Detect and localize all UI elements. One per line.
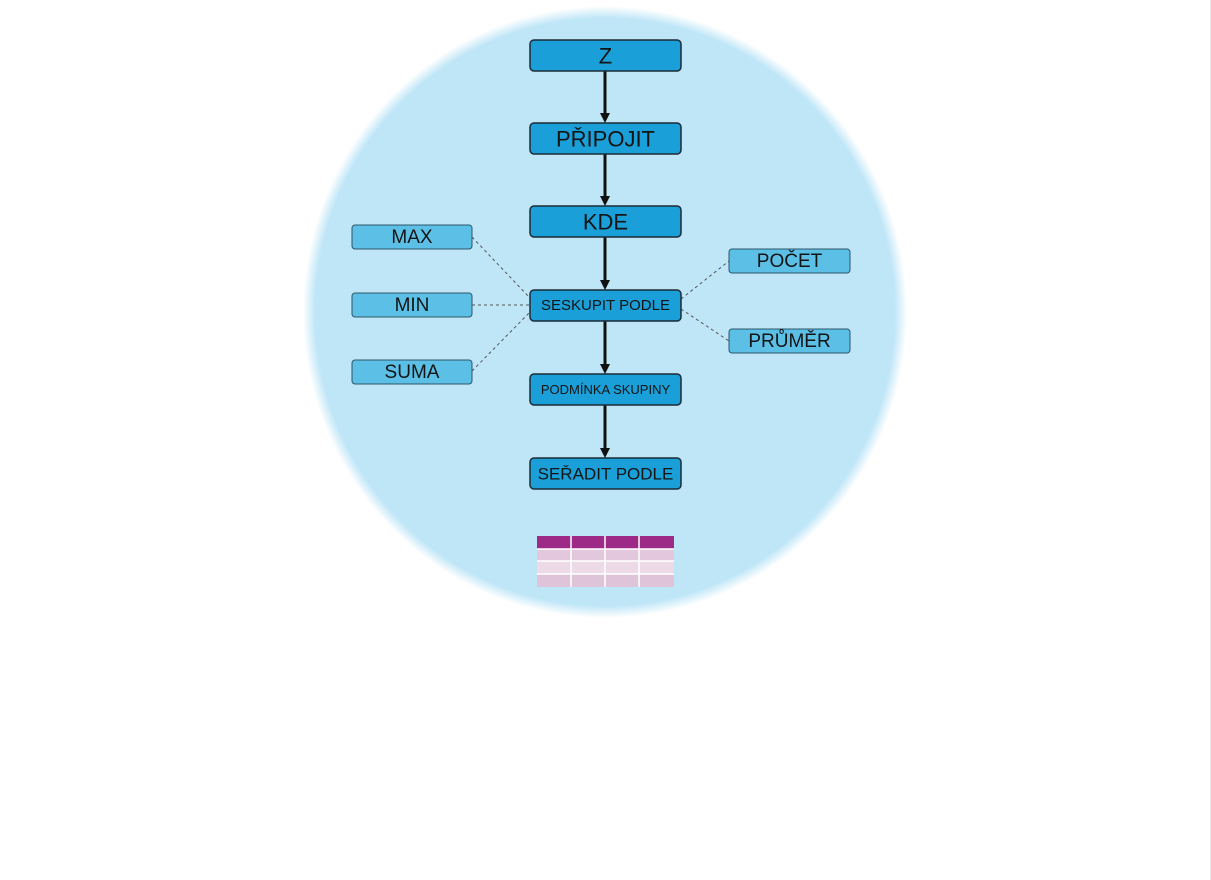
connector-avg <box>680 308 730 342</box>
aggregate-avg: PRŮMĚR <box>728 328 851 354</box>
node-from: Z <box>529 39 682 72</box>
aggregate-max-label: MAX <box>391 227 433 248</box>
aggregate-min: MIN <box>351 292 473 318</box>
aggregate-sum-label: SUMA <box>385 362 440 383</box>
node-group-by: SESKUPIT PODLE <box>529 289 682 322</box>
node-order-by-label: SEŘADIT PODLE <box>538 465 674 484</box>
connector-sum <box>471 311 531 372</box>
node-group-by-label: SESKUPIT PODLE <box>541 297 670 314</box>
node-having: PODMÍNKA SKUPINY <box>529 373 682 406</box>
node-from-label: Z <box>599 44 612 69</box>
aggregate-count-label: POČET <box>757 250 823 272</box>
node-join-label: PŘIPOJIT <box>556 127 655 152</box>
node-join: PŘIPOJIT <box>529 122 682 155</box>
node-where-label: KDE <box>583 210 628 235</box>
aggregate-count: POČET <box>728 248 851 274</box>
result-table-icon <box>537 536 674 587</box>
aggregate-sum: SUMA <box>351 359 473 385</box>
aggregate-connectors <box>471 236 730 372</box>
node-order-by: SEŘADIT PODLE <box>529 457 682 490</box>
node-where: KDE <box>529 205 682 238</box>
aggregate-max: MAX <box>351 224 473 250</box>
aggregate-min-label: MIN <box>395 295 430 316</box>
node-having-label: PODMÍNKA SKUPINY <box>541 382 671 397</box>
connector-count <box>680 260 730 300</box>
aggregate-avg-label: PRŮMĚR <box>748 330 830 352</box>
connector-max <box>471 236 531 299</box>
result-table-gridlines <box>537 536 674 587</box>
